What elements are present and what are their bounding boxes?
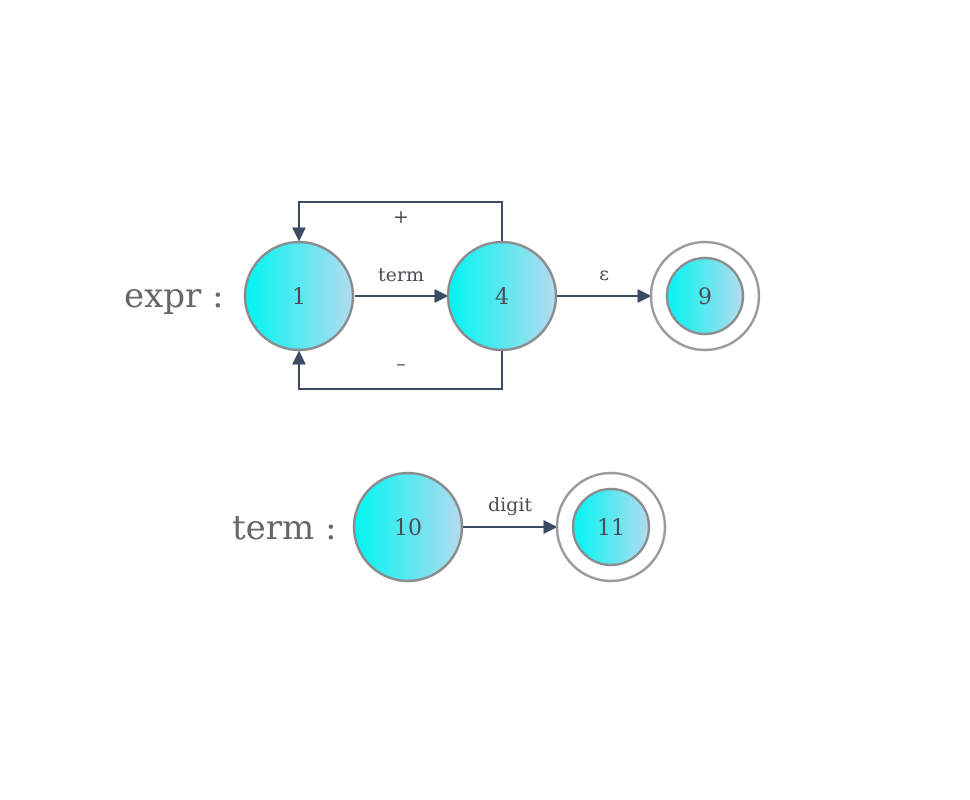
state-circle <box>665 256 745 336</box>
state-label: 9 <box>698 285 712 310</box>
edge-label-digit: digit <box>488 494 532 516</box>
state-4: 4 <box>446 240 558 352</box>
state-1: 1 <box>243 240 355 352</box>
state-label: 4 <box>495 285 509 310</box>
edge-4-to-1-minus <box>292 350 503 390</box>
state-label: 11 <box>597 516 625 541</box>
state-10: 10 <box>352 471 464 583</box>
rule-label-term: term : <box>232 508 337 548</box>
state-circle <box>446 240 558 352</box>
state-11-accepting: 11 <box>555 471 667 583</box>
edge-4-to-1-plus <box>292 201 503 242</box>
edge-label-plus: + <box>393 206 409 228</box>
state-circle <box>243 240 355 352</box>
rule-expr: expr : term + – ε 1 4 9 <box>124 201 761 390</box>
state-circle <box>352 471 464 583</box>
edge-label-epsilon: ε <box>599 263 609 285</box>
rule-label-expr: expr : <box>124 276 224 316</box>
edge-label-term: term <box>378 264 424 286</box>
state-label: 10 <box>394 516 422 541</box>
state-9-accepting: 9 <box>649 240 761 352</box>
rule-term: term : digit 10 11 <box>232 471 667 583</box>
state-circle <box>571 487 651 567</box>
state-label: 1 <box>292 285 306 310</box>
edge-label-minus: – <box>396 353 406 375</box>
